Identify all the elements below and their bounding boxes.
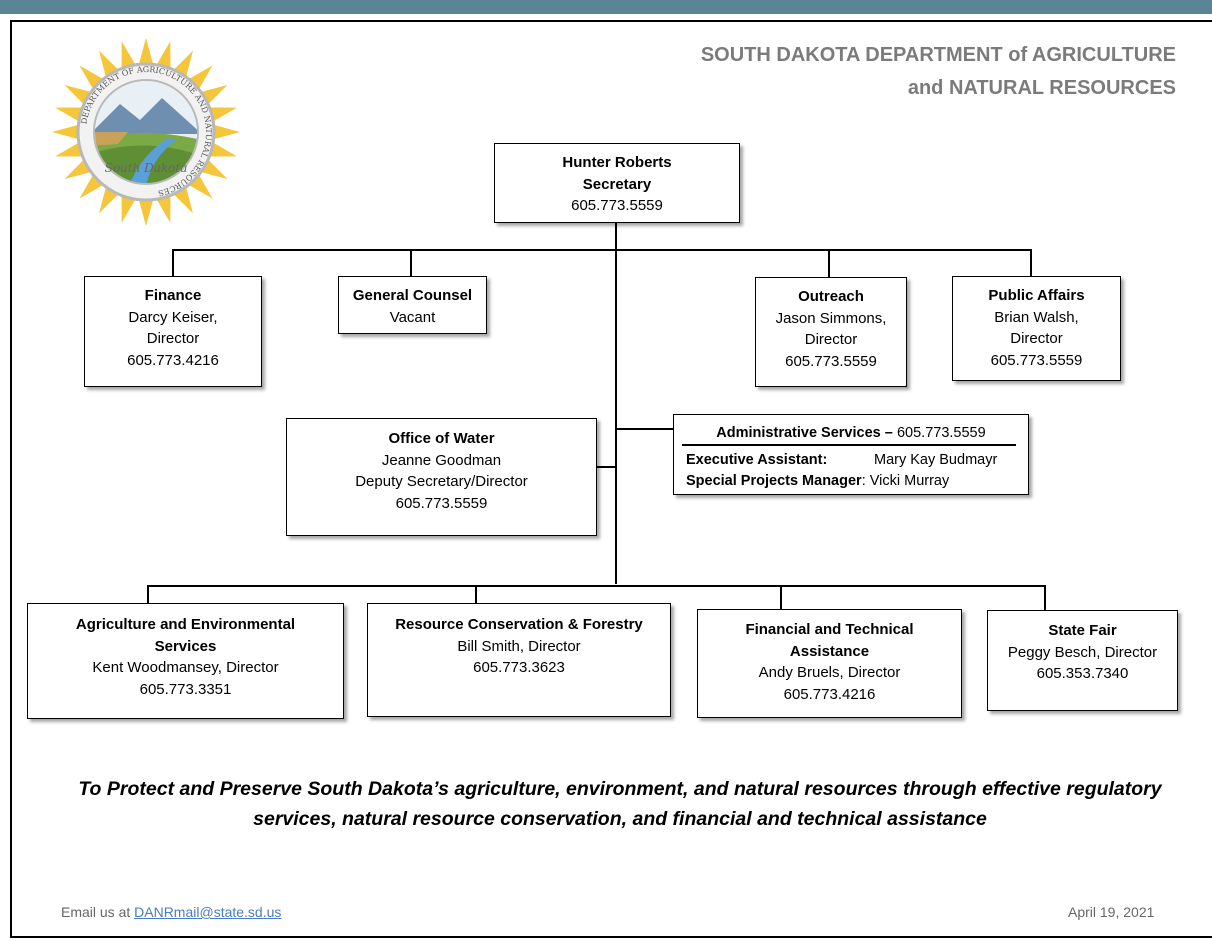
- executive-assistant-label: Executive Assistant:: [686, 452, 828, 468]
- sun-ray: [138, 38, 154, 67]
- ag-env-title-line2: Services: [154, 637, 217, 655]
- fin-tech-name: Andy Bruels, Director: [758, 664, 901, 681]
- department-title-line2: and NATURAL RESOURCES: [907, 77, 1176, 99]
- connector-office-water: [596, 466, 616, 468]
- res-cons-name: Bill Smith, Director: [457, 637, 581, 655]
- sun-ray: [55, 141, 85, 157]
- fin-tech-title-line2: Assistance: [789, 642, 870, 660]
- finance-name: Darcy Keiser,: [128, 308, 218, 326]
- general-counsel-title: General Counsel: [352, 287, 473, 304]
- admin-row-executive-assistant: Executive Assistant: Mary Kay Budmayr: [686, 450, 997, 472]
- connector-state-fair: [1044, 585, 1046, 610]
- connector-bottom-horizontal: [148, 585, 1046, 587]
- general-counsel-name: Vacant: [389, 308, 436, 326]
- ag-env-phone: 605.773.3351: [139, 680, 232, 698]
- connector-general-counsel: [410, 249, 412, 276]
- department-seal-logo: DEPARTMENT OF AGRICULTURE AND NATURAL RE…: [50, 36, 242, 228]
- seal-icon: DEPARTMENT OF AGRICULTURE AND NATURAL RE…: [52, 38, 240, 226]
- public-affairs-title: Public Affairs: [988, 287, 1085, 304]
- general-counsel-box: General Counsel Vacant: [338, 276, 487, 334]
- public-affairs-box: Public Affairs Brian Walsh, Director 605…: [952, 276, 1121, 381]
- res-cons-phone: 605.773.3623: [473, 659, 565, 676]
- footer-email: Email us at DANRmail@state.sd.us: [61, 904, 281, 920]
- resource-conservation-box: Resource Conservation & Forestry Bill Sm…: [367, 603, 671, 717]
- admin-services-phone: 605.773.5559: [896, 425, 986, 441]
- state-fair-box: State Fair Peggy Besch, Director 605.353…: [987, 610, 1178, 711]
- seal-script-text: South Dakota: [105, 161, 188, 175]
- connector-secretary-down: [615, 222, 617, 584]
- mission-statement-line1: To Protect and Preserve South Dakota’s a…: [78, 778, 1162, 800]
- office-of-water-box: Office of Water Jeanne Goodman Deputy Se…: [286, 418, 597, 536]
- footer-date: April 19, 2021: [1068, 904, 1155, 920]
- sun-ray: [121, 193, 137, 223]
- ag-env-services-box: Agriculture and Environmental Services K…: [27, 603, 344, 719]
- office-water-title: Office of Water: [388, 430, 495, 447]
- state-fair-phone: 605.353.7340: [1036, 665, 1129, 682]
- connector-public-affairs: [1030, 249, 1032, 276]
- office-water-phone: 605.773.5559: [395, 494, 488, 512]
- sun-ray: [155, 193, 171, 223]
- sun-ray: [155, 41, 171, 71]
- secretary-phone: 605.773.5559: [571, 197, 663, 214]
- ag-env-title-line1: Agriculture and Environmental: [75, 616, 296, 633]
- special-projects-name: : Vicki Murray: [861, 473, 950, 489]
- secretary-name: Hunter Roberts: [562, 154, 672, 171]
- sun-ray: [211, 124, 240, 140]
- outreach-name: Jason Simmons,: [775, 309, 887, 327]
- department-title-line1: SOUTH DAKOTA DEPARTMENT of AGRICULTURE: [700, 44, 1176, 66]
- finance-box: Finance Darcy Keiser, Director 605.773.4…: [84, 276, 262, 387]
- outreach-phone: 605.773.5559: [785, 352, 877, 370]
- sun-ray: [207, 107, 237, 123]
- sun-ray: [52, 124, 81, 140]
- footer-email-prefix: Email us at: [61, 904, 135, 920]
- sun-ray: [121, 41, 137, 71]
- state-fair-name: Peggy Besch, Director: [1007, 643, 1158, 661]
- finance-role: Director: [146, 330, 200, 347]
- special-projects-label: Special Projects Manager: [686, 473, 862, 489]
- outreach-role: Director: [804, 331, 858, 348]
- res-cons-title: Resource Conservation & Forestry: [395, 616, 643, 633]
- admin-services-divider: [682, 444, 1016, 446]
- top-accent-bar: [0, 0, 1212, 14]
- connector-res-cons: [475, 585, 477, 604]
- financial-technical-box: Financial and Technical Assistance Andy …: [697, 609, 962, 718]
- connector-top-horizontal: [173, 249, 1031, 251]
- state-fair-title: State Fair: [1048, 622, 1117, 639]
- connector-fin-tech: [780, 585, 782, 609]
- connector-ag-env: [147, 585, 149, 604]
- administrative-services-box: Administrative Services – 605.773.5559 E…: [673, 414, 1029, 495]
- public-affairs-name: Brian Walsh,: [994, 308, 1079, 326]
- sun-ray: [138, 197, 154, 226]
- footer-email-link[interactable]: DANRmail@state.sd.us: [134, 904, 282, 920]
- public-affairs-role: Director: [1010, 330, 1063, 347]
- secretary-box: Hunter Roberts Secretary 605.773.5559: [494, 143, 740, 223]
- finance-phone: 605.773.4216: [127, 351, 219, 369]
- connector-outreach: [828, 249, 830, 277]
- finance-title: Finance: [144, 287, 202, 304]
- secretary-title: Secretary: [582, 175, 652, 193]
- admin-row-special-projects: Special Projects Manager: Vicki Murray: [686, 471, 949, 493]
- office-water-name: Jeanne Goodman: [381, 451, 502, 469]
- mission-statement-line2: services, natural resource conservation,…: [253, 808, 987, 830]
- admin-services-title: Administrative Services –: [716, 425, 893, 441]
- executive-assistant-name: Mary Kay Budmayr: [874, 452, 998, 468]
- sun-ray: [207, 141, 237, 157]
- sun-ray: [55, 107, 85, 123]
- office-water-role: Deputy Secretary/Director: [355, 473, 528, 490]
- outreach-title: Outreach: [798, 288, 864, 305]
- fin-tech-title-line1: Financial and Technical: [745, 621, 914, 638]
- public-affairs-phone: 605.773.5559: [990, 351, 1083, 369]
- fin-tech-phone: 605.773.4216: [783, 685, 876, 703]
- ag-env-name: Kent Woodmansey, Director: [92, 659, 279, 676]
- connector-finance: [172, 249, 174, 276]
- outreach-box: Outreach Jason Simmons, Director 605.773…: [755, 277, 907, 387]
- connector-admin-services: [616, 428, 674, 430]
